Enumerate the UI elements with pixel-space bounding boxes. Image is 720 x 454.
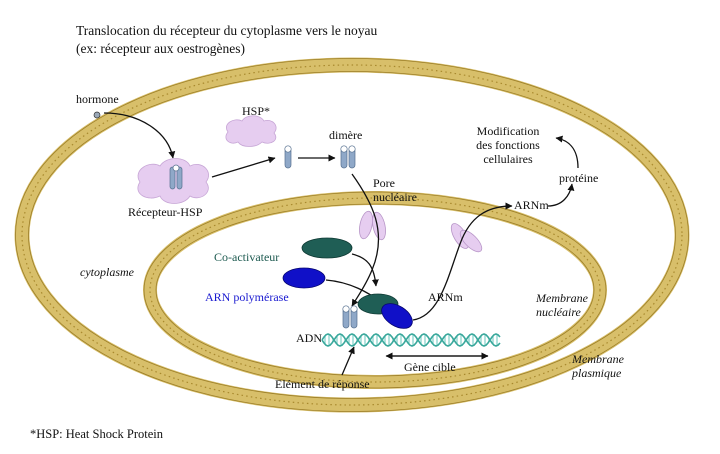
response-element-arrow	[341, 346, 355, 376]
hormone-molecule	[93, 111, 101, 119]
membrane-plasmique-label-line2: plasmique	[572, 366, 622, 380]
pore-label-line2: nucléaire	[373, 190, 417, 204]
membrane-nucleaire-label-line1: Membrane	[536, 291, 588, 305]
gene-cible-label: Gène cible	[404, 360, 456, 374]
hormone-arrow	[103, 112, 176, 159]
pore-label-line1: Pore	[373, 176, 395, 190]
dimere-label: dimère	[329, 128, 363, 142]
mrna-export-arrow	[412, 202, 513, 321]
nuclear-pore-left	[359, 210, 386, 241]
modification-label-line2: des fonctions	[476, 138, 540, 152]
receptor-dimer-bound	[342, 305, 358, 329]
arn-polymerase-shape	[282, 267, 326, 289]
co-activateur-label: Co-activateur	[214, 250, 280, 264]
recepteur-hsp-label: Récepteur-HSP	[128, 205, 203, 219]
nuclear-membrane	[143, 191, 607, 389]
co-activator-arrow	[351, 253, 379, 287]
modification-label-line1: Modification	[476, 124, 540, 138]
co-activator-shape	[301, 237, 353, 259]
membrane-nucleaire-label-line2: nucléaire	[536, 305, 581, 319]
arn-polymerase-label: ARN polymérase	[205, 290, 289, 304]
proteine-label: protéine	[559, 171, 599, 185]
modification-label-line3: cellulaires	[483, 152, 533, 166]
arnm-nucleus-label: ARNm	[428, 290, 463, 304]
footnote-hsp: *HSP: Heat Shock Protein	[30, 427, 163, 441]
translocation-arrow	[351, 173, 380, 307]
receptor-monomer	[284, 145, 292, 169]
dna-strand	[321, 333, 501, 347]
receptor-dimer	[340, 145, 356, 169]
arn-polymerase-bound	[381, 303, 413, 329]
element-reponse-label: Elément de réponse	[275, 377, 370, 391]
diagram-title-line1: Translocation du récepteur du cytoplasme…	[76, 23, 378, 38]
cytoplasme-label: cytoplasme	[80, 265, 134, 279]
adn-label: ADN	[296, 331, 322, 345]
hormone-label: hormone	[76, 92, 119, 106]
dissociation-arrow	[211, 156, 276, 178]
nuclear-pore-right	[450, 223, 483, 253]
hsp-label: HSP*	[242, 104, 271, 118]
diagram-title-line2: (ex: récepteur aux oestrogènes)	[76, 41, 246, 56]
function-arrow	[555, 135, 579, 169]
plasma-membrane	[14, 57, 690, 413]
dna-helix	[321, 333, 501, 347]
hsp-free-protein	[225, 115, 277, 147]
dna-strand	[321, 333, 501, 347]
membrane-plasmique-label-line1: Membrane	[572, 352, 624, 366]
receptor-hsp-complex	[137, 158, 209, 204]
translation-arrow	[547, 183, 575, 207]
arnm-cytoplasm-label: ARNm	[514, 198, 549, 212]
